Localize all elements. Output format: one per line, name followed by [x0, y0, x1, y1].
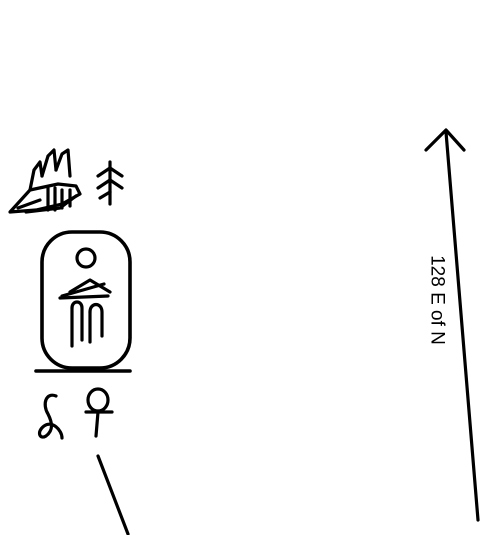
bread-loaf-icon: [72, 302, 102, 346]
sun-disk-icon: [77, 249, 95, 267]
arrow-label: 128 E of N: [428, 255, 447, 345]
cartouche-frame: [36, 232, 130, 371]
loop-icon: [40, 395, 62, 438]
bee-icon: [10, 150, 80, 212]
reed-leaf-icon: [98, 162, 122, 204]
was-scepter-icon: [60, 280, 110, 298]
ankh-icon: [86, 389, 112, 436]
pointer-line: [98, 456, 128, 534]
